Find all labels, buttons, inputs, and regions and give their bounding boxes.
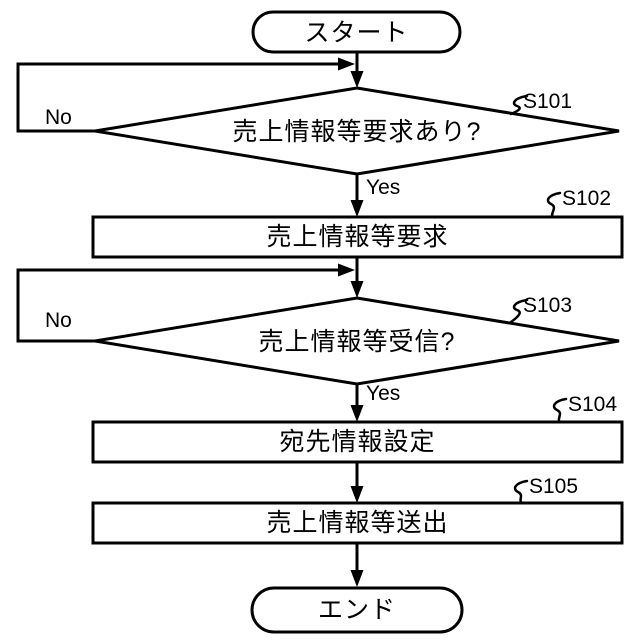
no-branch-label-s101: No: [45, 106, 72, 129]
arrowhead-into-s103: [350, 281, 364, 298]
decision-s103-label: 売上情報等受信?: [258, 328, 456, 356]
arrowhead-into-s104: [350, 405, 364, 422]
start-terminal-label: スタート: [304, 19, 409, 47]
step-label-s104: S104: [568, 393, 618, 416]
step-label-s103: S103: [523, 294, 573, 317]
step-label-s105: S105: [529, 475, 579, 498]
arrowhead-no-loop-s101: [338, 57, 355, 71]
end-terminal-label: エンド: [317, 596, 396, 624]
leader-squiggle-s103: [509, 298, 529, 324]
process-s105-label: 売上情報等送出: [266, 509, 449, 537]
process-s104-label: 宛先情報設定: [279, 428, 436, 456]
process-s102-label: 売上情報等要求: [266, 223, 449, 251]
arrowhead-into-s101: [350, 71, 364, 88]
arrowhead-into-s105: [350, 486, 364, 503]
arrowhead-into-s102: [350, 200, 364, 217]
step-label-s101: S101: [523, 90, 573, 113]
end-terminal-shape: [250, 586, 464, 634]
leader-squiggle-s102: [546, 191, 562, 218]
step-label-s102: S102: [562, 187, 612, 210]
arrowhead-no-loop-s103: [338, 263, 355, 277]
yes-branch-label-s103: Yes: [366, 382, 401, 405]
no-loop-s103: [16, 268, 339, 343]
leader-squiggle-s104: [552, 397, 568, 423]
arrowhead-into-end: [350, 570, 364, 587]
no-branch-label-s103: No: [45, 309, 72, 332]
leader-squiggle-s105: [513, 479, 529, 504]
decision-s101-label: 売上情報等要求あり?: [232, 118, 482, 146]
yes-branch-label-s101: Yes: [366, 176, 401, 199]
leader-squiggle-s101: [509, 94, 529, 116]
no-loop-s101: [16, 62, 339, 133]
